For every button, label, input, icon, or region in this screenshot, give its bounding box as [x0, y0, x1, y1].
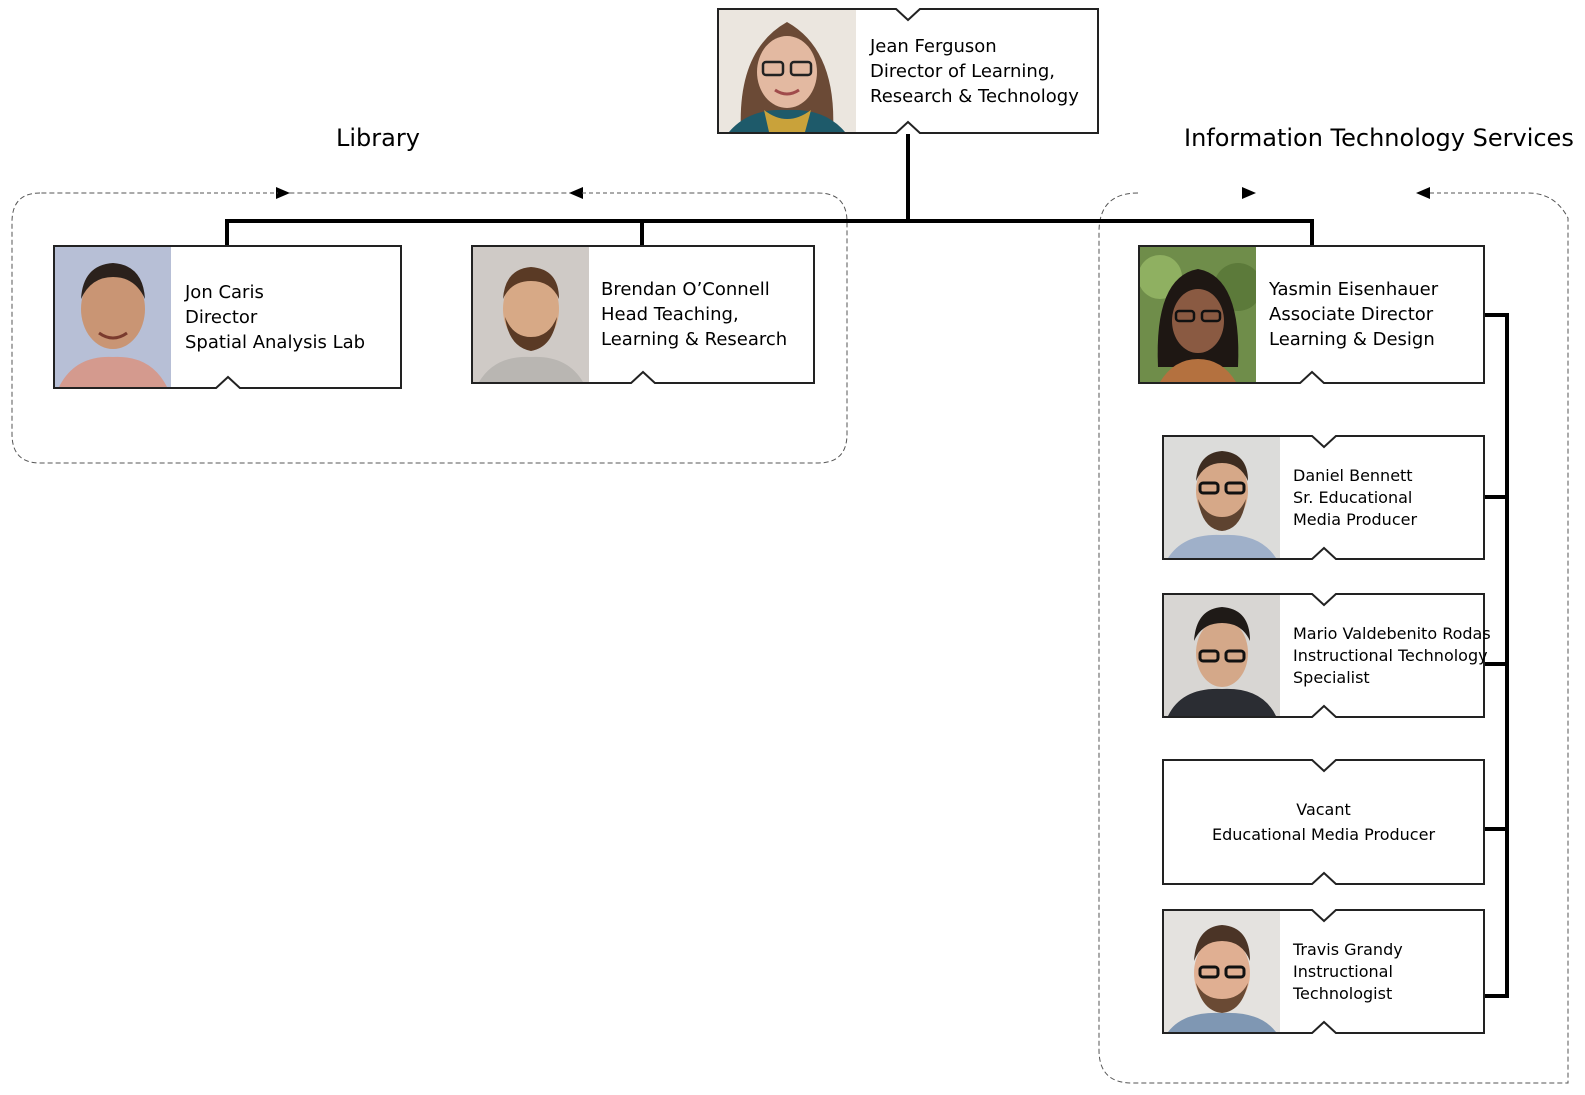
- brendan-oconnell-photo: [473, 247, 589, 382]
- its-arrow-left: [1416, 187, 1430, 199]
- its-arrow-right: [1242, 187, 1256, 199]
- mario-valdebenito-rodas-photo: [1164, 595, 1280, 716]
- staff-card-jon-caris: Jon Caris Director Spatial Analysis Lab: [53, 245, 402, 389]
- jon-caris-info: Jon Caris Director Spatial Analysis Lab: [185, 247, 392, 387]
- person-photo-icon: [719, 10, 856, 132]
- vacant-info: Vacant Educational Media Producer: [1164, 761, 1483, 883]
- staff-title-line-2: Learning & Research: [601, 329, 788, 350]
- person-photo-icon: [473, 247, 589, 382]
- person-photo-icon: [1164, 595, 1280, 716]
- yasmin-eisenhauer-photo: [1140, 247, 1256, 382]
- its-lead-card: Yasmin Eisenhauer Associate Director Lea…: [1138, 245, 1485, 384]
- mario-valdebenito-rodas-info: Mario Valdebenito Rodas Instructional Te…: [1293, 595, 1491, 716]
- staff-title-line-1: Educational Media Producer: [1211, 825, 1436, 844]
- staff-title-line-2: Spatial Analysis Lab: [185, 331, 366, 353]
- yasmin-eisenhauer-info: Yasmin Eisenhauer Associate Director Lea…: [1269, 247, 1475, 382]
- person-photo-icon: [1140, 247, 1256, 382]
- staff-name: Mario Valdebenito Rodas: [1293, 623, 1491, 643]
- its-lead-title-line-1: Associate Director: [1269, 304, 1434, 325]
- jon-caris-photo: [55, 247, 171, 387]
- library-section-title: Library: [336, 124, 420, 152]
- director-card: Jean Ferguson Director of Learning, Rese…: [717, 8, 1099, 134]
- person-photo-icon: [1164, 911, 1280, 1032]
- staff-card-travis-grandy: Travis Grandy Instructional Technologist: [1162, 909, 1485, 1034]
- director-name: Jean Ferguson: [870, 35, 997, 57]
- staff-title-line-1: Director: [185, 306, 258, 328]
- its-team-bracket: [1484, 313, 1509, 998]
- library-arrow-left: [569, 187, 583, 199]
- staff-title-line-1: Sr. Educational: [1293, 487, 1413, 507]
- staff-title-line-1: Instructional: [1293, 961, 1393, 981]
- staff-name: Travis Grandy: [1293, 939, 1403, 959]
- staff-title-line-2: Specialist: [1293, 667, 1370, 687]
- its-section-title: Information Technology Services: [1184, 124, 1574, 152]
- its-group-outline: [1098, 192, 1569, 1084]
- its-lead-title-line-2: Learning & Design: [1269, 329, 1435, 350]
- travis-grandy-photo: [1164, 911, 1280, 1032]
- library-arrow-right: [276, 187, 290, 199]
- staff-title-line-1: Instructional Technology: [1293, 645, 1488, 665]
- its-lead-name: Yasmin Eisenhauer: [1269, 279, 1439, 300]
- staff-name: Vacant: [1296, 800, 1351, 819]
- staff-title-line-2: Technologist: [1293, 983, 1393, 1003]
- brendan-oconnell-info: Brendan O’Connell Head Teaching, Learnin…: [601, 247, 805, 382]
- staff-name: Daniel Bennett: [1293, 465, 1413, 485]
- director-photo: [719, 10, 856, 132]
- person-photo-icon: [55, 247, 171, 387]
- director-title-line-1: Director of Learning,: [870, 60, 1055, 82]
- director-title-line-2: Research & Technology: [870, 85, 1079, 107]
- travis-grandy-info: Travis Grandy Instructional Technologist: [1293, 911, 1475, 1032]
- staff-name: Jon Caris: [185, 281, 264, 303]
- staff-card-daniel-bennett: Daniel Bennett Sr. Educational Media Pro…: [1162, 435, 1485, 560]
- person-photo-icon: [1164, 437, 1280, 558]
- staff-card-vacant: Vacant Educational Media Producer: [1162, 759, 1485, 885]
- staff-title-line-1: Head Teaching,: [601, 304, 739, 325]
- library-group-outline: [11, 192, 848, 464]
- staff-name: Brendan O’Connell: [601, 279, 770, 300]
- staff-card-mario-valdebenito-rodas: Mario Valdebenito Rodas Instructional Te…: [1162, 593, 1491, 718]
- director-info: Jean Ferguson Director of Learning, Rese…: [870, 10, 1089, 132]
- daniel-bennett-info: Daniel Bennett Sr. Educational Media Pro…: [1293, 437, 1475, 558]
- staff-card-brendan-oconnell: Brendan O’Connell Head Teaching, Learnin…: [471, 245, 815, 384]
- daniel-bennett-photo: [1164, 437, 1280, 558]
- staff-title-line-2: Media Producer: [1293, 509, 1418, 529]
